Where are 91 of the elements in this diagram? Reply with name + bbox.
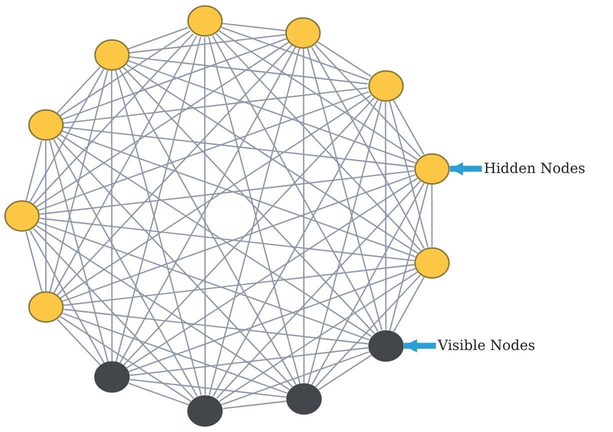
connection-line	[49, 70, 108, 292]
hidden-node-circle	[368, 70, 404, 102]
connection-line	[310, 46, 425, 249]
connection-line	[311, 182, 424, 386]
connection-line	[36, 42, 290, 208]
hidden-node-circle	[94, 38, 130, 71]
connection-line	[33, 228, 194, 399]
connection-line	[25, 140, 42, 201]
connection-line	[204, 38, 206, 395]
connection-line	[222, 351, 370, 406]
connection-line	[221, 26, 370, 81]
connection-line	[53, 35, 198, 294]
connection-line	[223, 400, 286, 410]
connection-line	[38, 222, 370, 340]
connection-line	[318, 42, 372, 77]
connection-line	[62, 38, 288, 120]
visible-node-circle	[286, 383, 322, 416]
connection-line	[56, 136, 293, 388]
connection-line	[123, 98, 374, 366]
connection-line	[306, 48, 382, 330]
connection-line	[63, 87, 368, 124]
connection-line	[56, 66, 101, 114]
connection-line	[36, 225, 290, 390]
connection-line	[315, 274, 421, 388]
connection-line	[212, 35, 378, 332]
hidden-node-circle	[414, 246, 450, 279]
connection-line	[128, 382, 189, 406]
connection-line	[388, 101, 429, 248]
hidden-node-circle	[28, 291, 64, 324]
connection-line	[128, 268, 416, 372]
connection-line	[64, 308, 368, 344]
connection-line	[115, 36, 202, 362]
connection-line	[219, 272, 418, 402]
connection-line	[392, 100, 424, 155]
connection-line	[130, 347, 368, 376]
connection-line	[318, 354, 372, 390]
connection-line	[130, 378, 286, 398]
visible-node-circle	[368, 330, 404, 362]
connection-line	[57, 44, 292, 296]
connection-line	[218, 30, 418, 160]
connection-line	[40, 170, 414, 215]
hidden-node-circle	[186, 5, 223, 38]
hidden-node-circle	[414, 152, 450, 185]
connection-line	[57, 319, 101, 366]
connection-line	[110, 70, 113, 362]
visible-node-circle	[94, 361, 130, 394]
connection-line	[62, 312, 288, 394]
connection-line	[115, 70, 202, 396]
connection-line	[49, 140, 109, 362]
connection-line	[216, 180, 421, 399]
node-label: Hidden Nodes	[484, 160, 586, 178]
connection-line	[60, 30, 190, 116]
connection-line	[431, 184, 433, 247]
connection-line	[60, 134, 372, 337]
connection-line	[314, 44, 421, 158]
connection-line	[216, 33, 421, 251]
connection-line	[60, 316, 192, 402]
node-label: Visible Nodes	[438, 336, 536, 355]
connection-line	[389, 184, 428, 330]
connection-line	[25, 232, 43, 292]
connection-line	[307, 101, 382, 384]
connection-line	[212, 100, 378, 397]
connection-line	[126, 64, 418, 254]
hidden-node-circle	[4, 200, 40, 232]
connection-line	[29, 230, 105, 364]
connection-line	[64, 126, 414, 168]
connection-line	[62, 174, 416, 302]
connection-line	[38, 91, 370, 211]
connection-line	[62, 130, 416, 258]
connection-line	[40, 218, 414, 262]
connection-line	[29, 68, 104, 202]
connection-line	[393, 276, 425, 332]
connection-line	[384, 102, 387, 330]
hidden-node-circle	[28, 109, 64, 142]
connection-line	[53, 139, 198, 397]
connection-line	[302, 48, 305, 384]
arrow	[450, 162, 482, 176]
connection-line	[45, 141, 47, 292]
connection-line	[33, 33, 194, 204]
connection-line	[60, 94, 372, 298]
visible-node-circle	[187, 394, 224, 427]
hidden-node-circle	[285, 16, 322, 49]
connection-line	[222, 22, 286, 32]
connection-line	[128, 26, 188, 50]
connection-line	[128, 60, 416, 164]
connection-line	[64, 264, 414, 306]
connection-line	[129, 34, 286, 54]
connection-line	[129, 56, 368, 84]
connection-line	[126, 178, 418, 369]
connection-line	[122, 66, 375, 334]
arrow	[404, 339, 436, 352]
